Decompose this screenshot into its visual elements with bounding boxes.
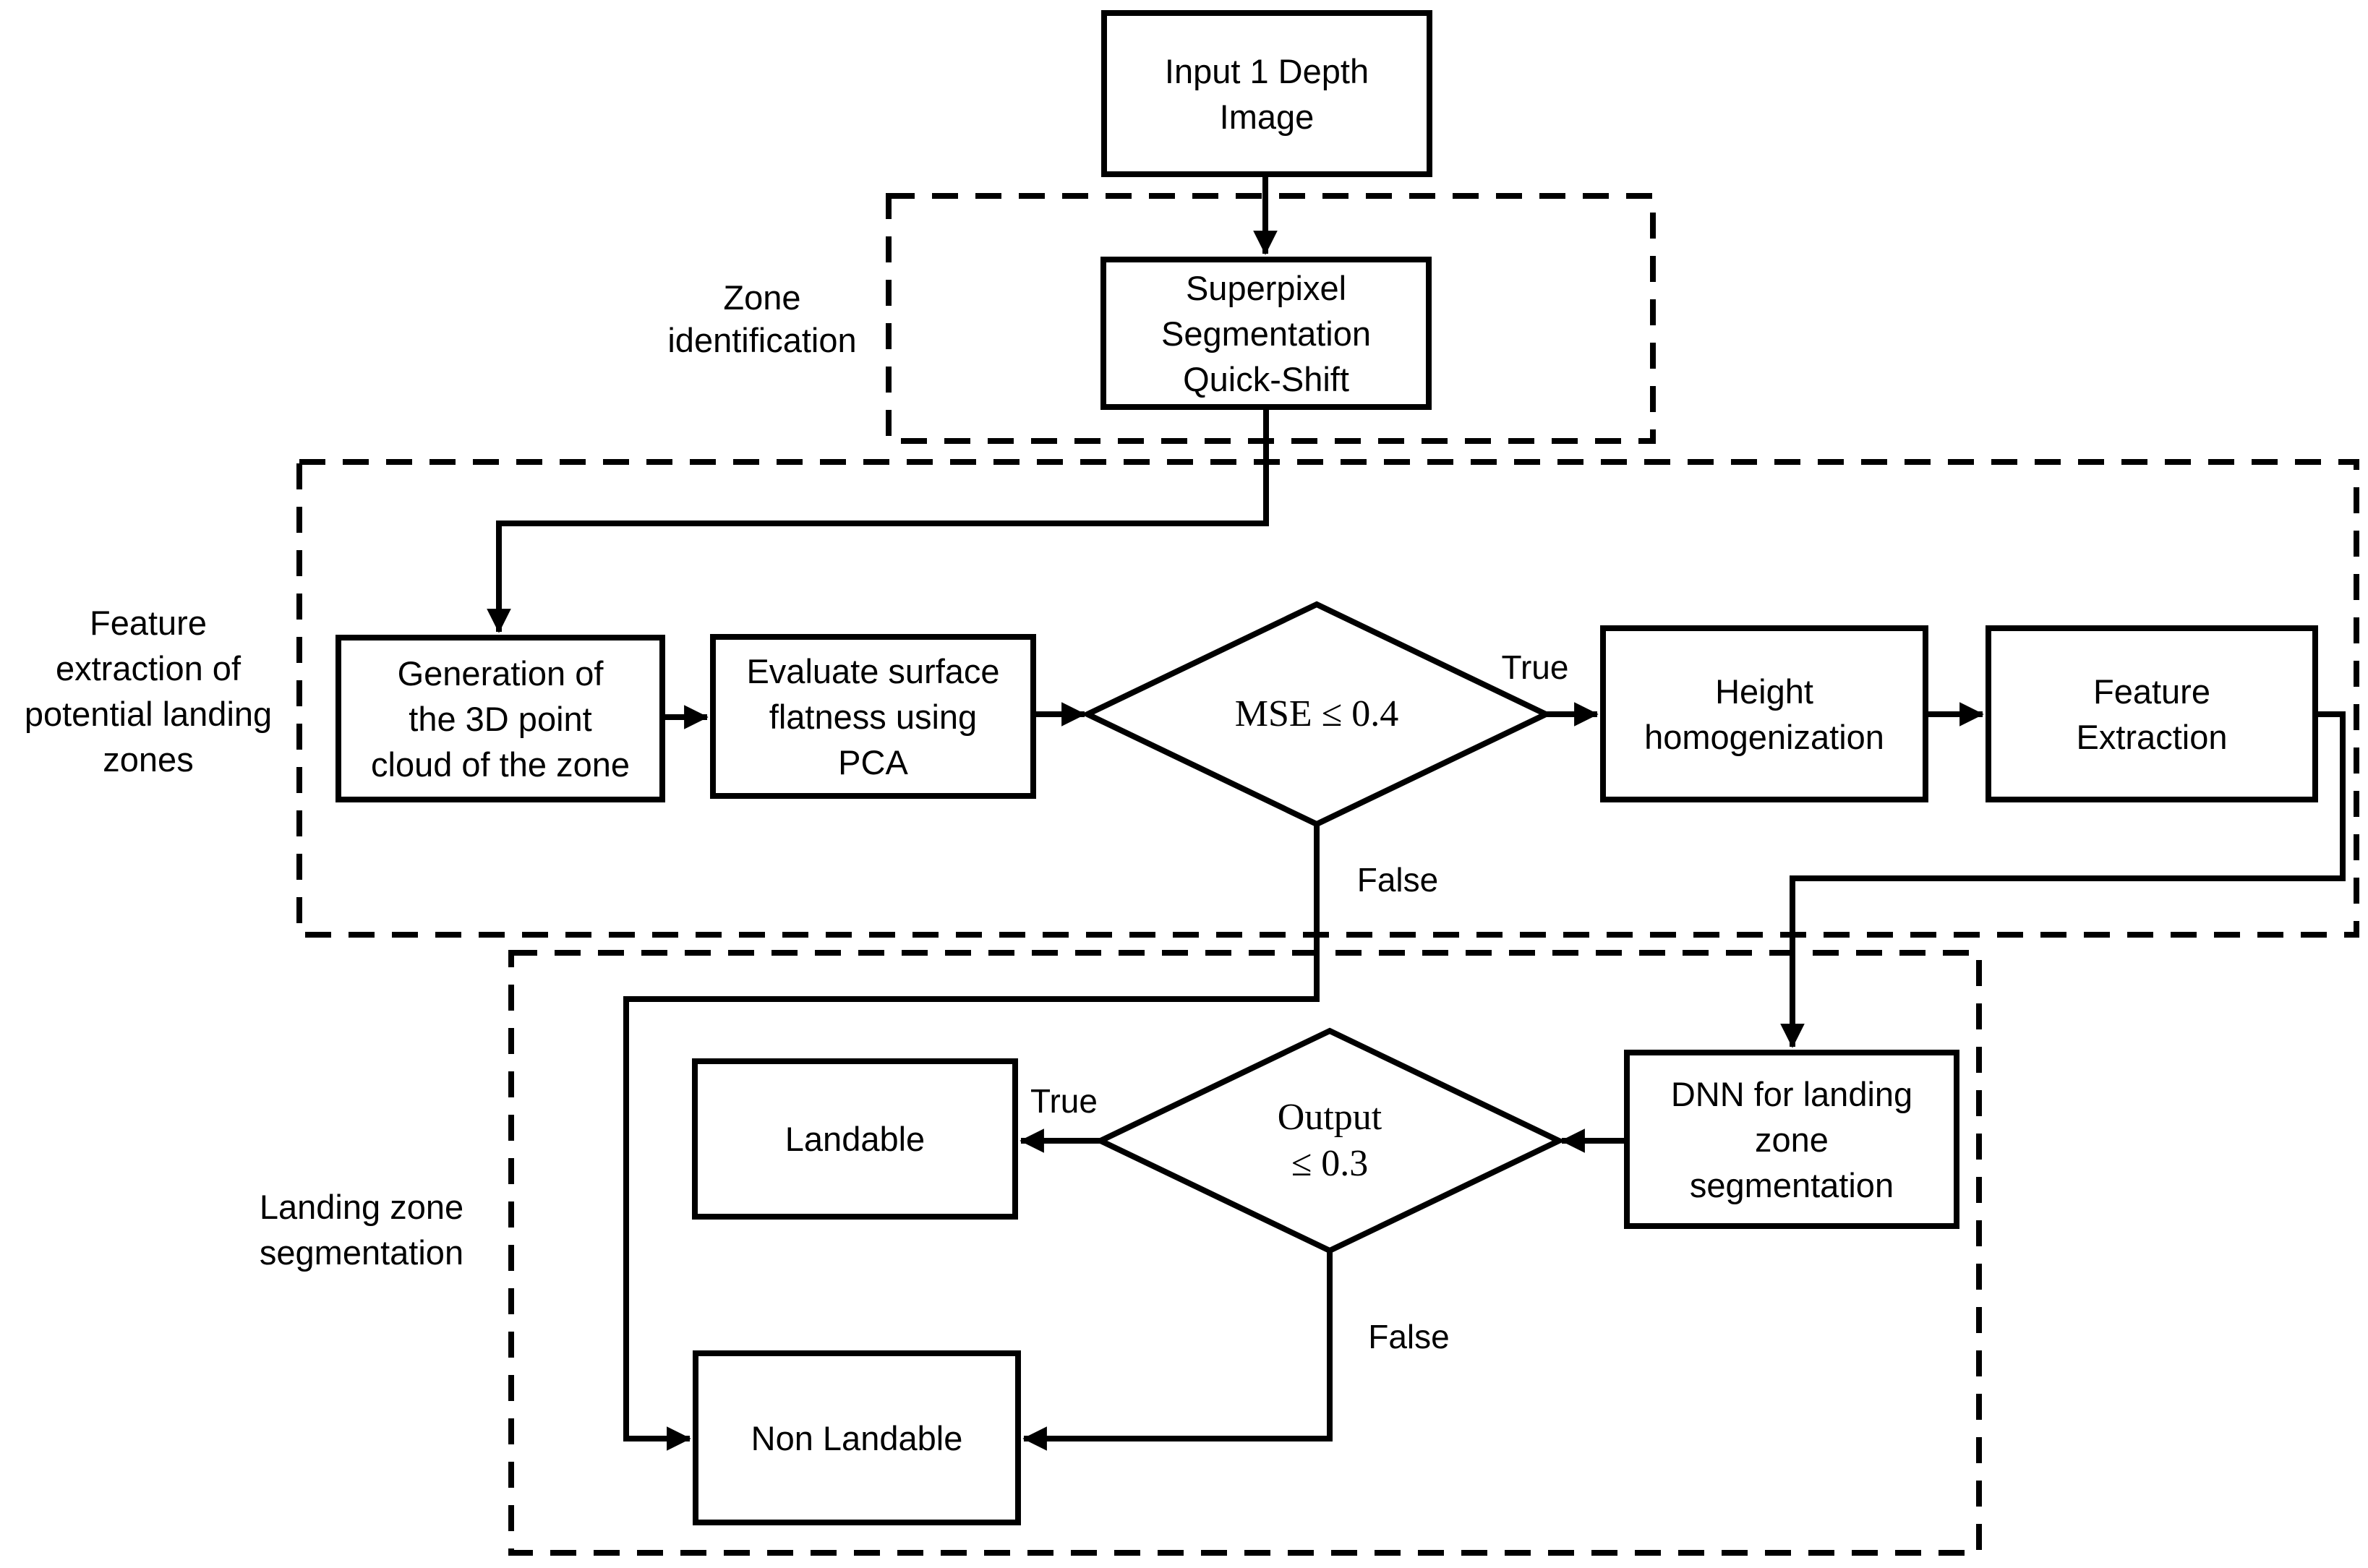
node-landable: Landable [692, 1058, 1018, 1220]
node-label-line: Non Landable [751, 1418, 963, 1457]
node-label-line: flatness using [769, 697, 978, 736]
node-generation-3d-point-cloud: Generation of the 3D point cloud of the … [335, 635, 665, 802]
decision-label-line: ≤ 0.3 [1291, 1143, 1369, 1184]
group-label-line: extraction of [55, 649, 241, 687]
edge-label-output-false: False [1368, 1318, 1450, 1355]
node-label-line: Height [1715, 672, 1813, 711]
edge-label-output-true: True [1030, 1082, 1098, 1120]
arrow-superpixel-to-generation [487, 410, 1269, 633]
node-input-depth-image: Input 1 Depth Image [1101, 10, 1432, 177]
decision-mse-diamond [1080, 601, 1553, 828]
node-label-line: zone [1755, 1120, 1829, 1159]
group-label-line: Feature [90, 604, 207, 642]
node-label-line: Input 1 Depth [1164, 51, 1369, 90]
node-label-line: Feature [2093, 672, 2210, 711]
group-label-line: Zone [723, 278, 801, 317]
node-label-line: Segmentation [1161, 314, 1372, 353]
node-label-line: the 3D point [409, 699, 592, 738]
node-label-line: Landable [785, 1120, 926, 1158]
node-label-line: Extraction [2076, 717, 2228, 756]
node-label-line: Image [1219, 97, 1315, 136]
group-label-line: segmentation [259, 1233, 464, 1272]
node-dnn-landing-zone-segmentation: DNN for landing zone segmentation [1624, 1050, 1959, 1229]
group-label-line: zones [103, 740, 194, 779]
group-label-line: Landing zone [259, 1188, 464, 1226]
node-label-line: Quick-Shift [1183, 359, 1349, 398]
decision-output-diamond [1093, 1027, 1566, 1254]
decision-label-line: Output [1277, 1097, 1382, 1138]
node-evaluate-surface-flatness: Evaluate surface flatness using PCA [710, 634, 1036, 799]
group-label-line: potential landing [24, 695, 273, 733]
arrow-feature-extraction-to-dnn [1780, 711, 2346, 1048]
node-non-landable: Non Landable [693, 1350, 1021, 1525]
group-label-landing-zone-segmentation: Landing zone segmentation [217, 1184, 506, 1275]
arrow-output-false-to-non-landable [1022, 1251, 1333, 1451]
decision-output-label: Output ≤ 0.3 [1100, 1031, 1559, 1251]
node-label-line: Generation of [397, 654, 604, 693]
node-height-homogenization: Height homogenization [1600, 625, 1928, 802]
feature-extraction-dashed-box [296, 459, 2359, 938]
node-superpixel-segmentation: Superpixel Segmentation Quick-Shift [1100, 257, 1432, 410]
group-label-feature-extraction: Feature extraction of potential landing … [4, 600, 293, 782]
node-label-line: DNN for landing [1670, 1074, 1913, 1113]
edge-label-mse-false: False [1356, 861, 1439, 899]
group-label-zone-identification: Zone identification [617, 276, 907, 361]
landing-zone-dashed-box [508, 950, 1982, 1556]
node-feature-extraction: Feature Extraction [1986, 625, 2318, 802]
node-label-line: segmentation [1689, 1165, 1894, 1204]
group-label-line: identification [667, 321, 857, 359]
zone-identification-dashed-box [886, 193, 1656, 444]
node-label-line: homogenization [1644, 717, 1884, 756]
decision-label-line: MSE ≤ 0.4 [1234, 693, 1399, 734]
node-label-line: PCA [838, 742, 908, 781]
node-label-line: Superpixel [1185, 268, 1347, 307]
node-label-line: cloud of the zone [371, 745, 630, 784]
node-label-line: Evaluate surface [746, 651, 1000, 690]
arrow-mse-false-to-non-landable [623, 824, 1320, 1451]
edge-label-mse-true: True [1501, 648, 1569, 686]
decision-mse-label: MSE ≤ 0.4 [1087, 604, 1546, 824]
